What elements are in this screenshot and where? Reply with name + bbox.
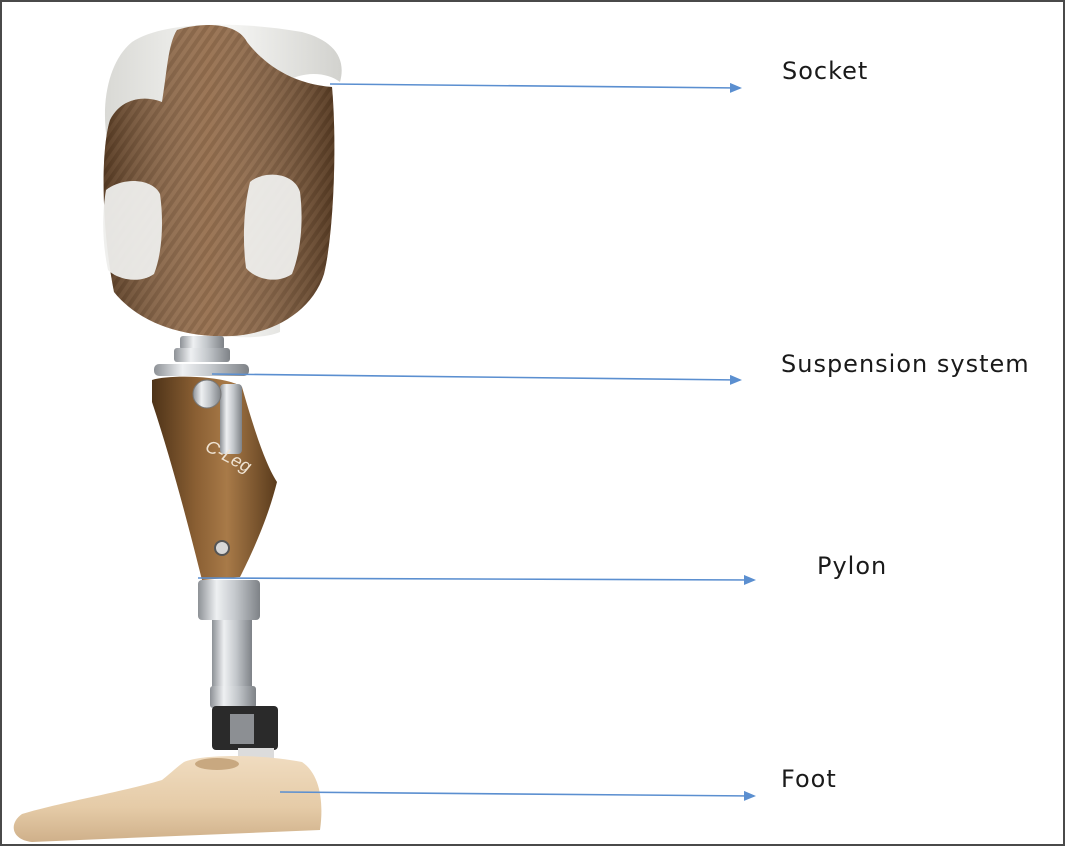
foot-arrow — [280, 792, 754, 796]
foot-label: Foot — [781, 765, 837, 793]
pylon-arrow — [198, 578, 754, 580]
prosthetic-foot — [14, 756, 322, 842]
socket-label: Socket — [782, 57, 868, 85]
pylon-tube — [198, 580, 260, 708]
ankle-adapter — [212, 706, 278, 762]
suspension-arrow — [212, 374, 740, 380]
knee-unit: C-Leg — [152, 377, 277, 580]
socket-arrow — [330, 84, 740, 88]
suspension-connector — [154, 336, 249, 376]
socket-window-right — [244, 175, 302, 280]
suspension-system-label: Suspension system — [781, 350, 1030, 378]
socket-window-left — [103, 181, 162, 280]
pylon-label: Pylon — [817, 552, 887, 580]
